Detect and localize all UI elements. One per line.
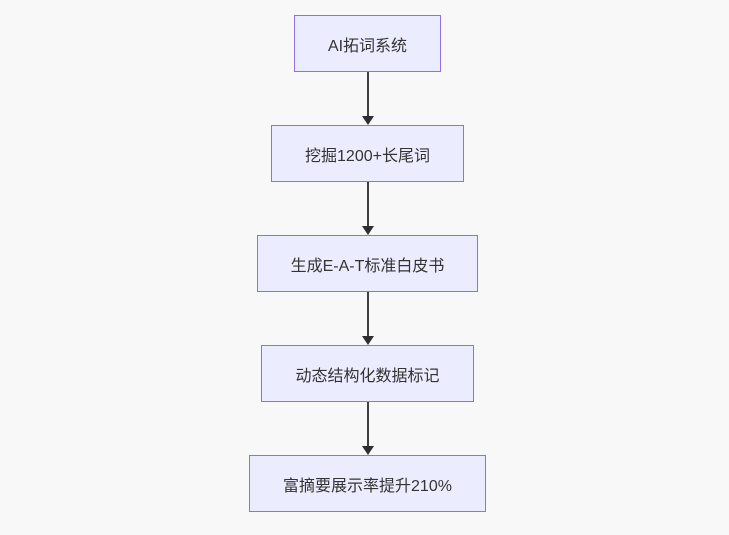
arrow-connector bbox=[361, 182, 375, 235]
arrow-line bbox=[366, 292, 369, 337]
arrowhead-down-icon bbox=[361, 116, 374, 125]
flow-node-label: AI拓词系统 bbox=[327, 37, 408, 55]
arrow-connector bbox=[361, 72, 375, 125]
flow-node-label: 挖掘1200+长尾词 bbox=[305, 147, 430, 165]
flow-node-label: 动态结构化数据标记 bbox=[295, 367, 440, 385]
flow-node-ai-word-expansion: AI拓词系统 bbox=[293, 15, 442, 72]
flow-node-rich-snippet-result: 富摘要展示率提升210% bbox=[249, 455, 486, 512]
flow-node-structured-data-markup: 动态结构化数据标记 bbox=[261, 345, 474, 402]
flow-node-longtail-mining: 挖掘1200+长尾词 bbox=[271, 125, 464, 182]
arrowhead-down-icon bbox=[361, 336, 374, 345]
flow-node-label: 富摘要展示率提升210% bbox=[283, 477, 452, 495]
arrow-line bbox=[366, 402, 369, 447]
arrow-connector bbox=[361, 292, 375, 345]
arrowhead-down-icon bbox=[361, 446, 374, 455]
flowchart: AI拓词系统 挖掘1200+长尾词 生成E-A-T标准白皮书 动态结构化数据标记 bbox=[9, 15, 726, 512]
flow-node-eat-whitepaper: 生成E-A-T标准白皮书 bbox=[256, 235, 479, 292]
arrow-line bbox=[366, 182, 369, 227]
arrow-line bbox=[366, 72, 369, 117]
arrow-connector bbox=[361, 402, 375, 455]
flow-node-label: 生成E-A-T标准白皮书 bbox=[290, 257, 445, 275]
arrowhead-down-icon bbox=[361, 226, 374, 235]
